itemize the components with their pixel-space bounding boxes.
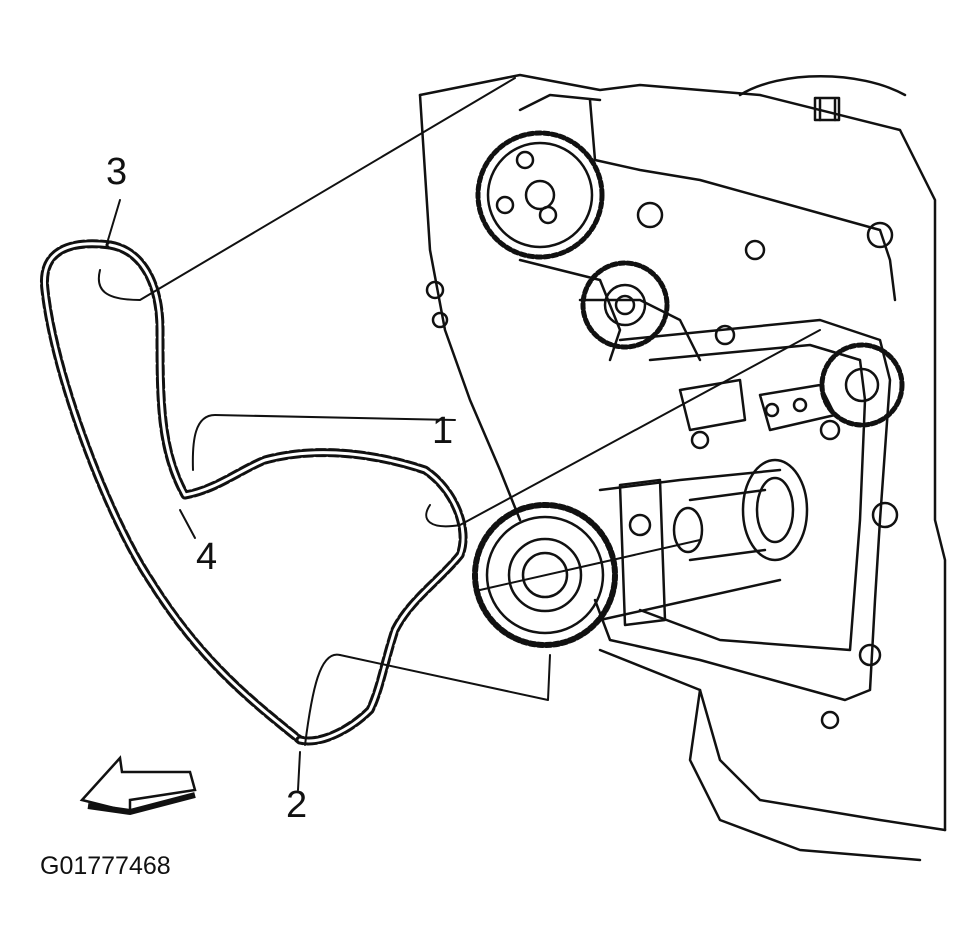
- figure-id: G01777468: [40, 852, 171, 880]
- upper-cam-sprocket: [475, 130, 605, 260]
- balance-sprocket: [678, 342, 905, 432]
- callout-3: 3: [106, 151, 128, 193]
- crankshaft-sprocket: [472, 502, 618, 648]
- engine-block: [418, 73, 947, 862]
- timing-chain: [39, 239, 468, 746]
- callout-2: 2: [286, 784, 308, 826]
- callout-leaders: [97, 77, 821, 791]
- callout-1: 1: [432, 410, 454, 452]
- crank-shaft-assembly: [598, 458, 809, 627]
- idler-sprocket: [580, 260, 670, 350]
- callout-4: 4: [196, 536, 218, 578]
- direction-arrow-icon: [79, 755, 197, 816]
